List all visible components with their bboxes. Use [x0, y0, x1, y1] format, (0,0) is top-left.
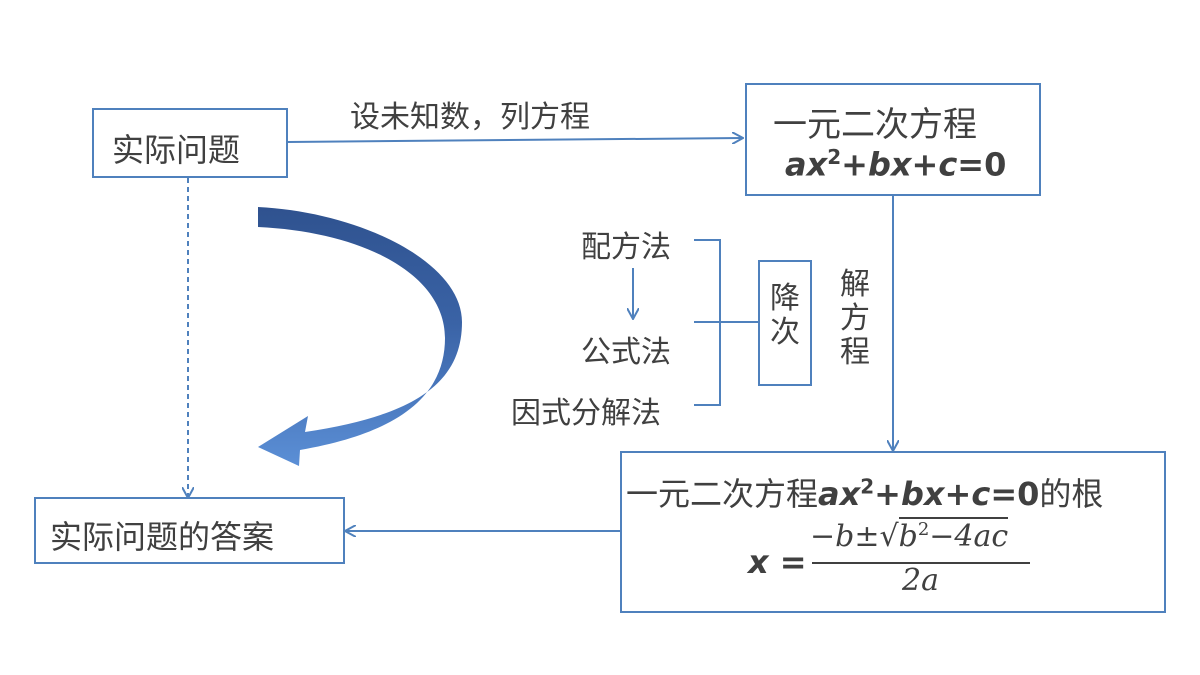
- r-var-x: x: [839, 475, 861, 513]
- answer-label: 实际问题的答案: [50, 518, 275, 556]
- answer-box: 实际问题的答案: [34, 497, 345, 564]
- radicand-b: b: [898, 519, 918, 554]
- r-plus-1: +: [874, 475, 901, 513]
- formula-numerator: −b±√b2−4ac: [810, 517, 1009, 554]
- numerator-prefix: −b±: [810, 519, 880, 554]
- equation-box: 一元二次方程 ax2+bx+c=0: [745, 83, 1041, 196]
- exp-2: 2: [827, 145, 842, 169]
- big-curved-arrow: [258, 207, 462, 466]
- formula-eq: =: [779, 543, 807, 581]
- real-problem-box: 实际问题: [92, 108, 288, 178]
- r-coef-c: c: [971, 475, 991, 513]
- radicand: b2−4ac: [898, 517, 1009, 554]
- solve-equation-label: 解方程: [840, 267, 870, 370]
- coef-c: c: [938, 145, 958, 184]
- reduce-order-label: 降次: [770, 281, 800, 350]
- var-x: x: [806, 145, 828, 184]
- r-var-x-2: x: [923, 475, 945, 513]
- coef-b: b: [867, 145, 891, 184]
- formula-denominator: 2a: [902, 563, 939, 598]
- roots-equation: ax2+bx+c=0: [818, 474, 1040, 513]
- method-formula: 公式法: [581, 335, 671, 370]
- roots-title-prefix: 一元二次方程: [626, 475, 819, 513]
- r-exp-2: 2: [860, 474, 875, 499]
- fraction-bar: [812, 562, 1030, 564]
- equation-title: 一元二次方程: [773, 105, 977, 145]
- method-completing-square: 配方法: [581, 230, 671, 265]
- method-factoring: 因式分解法: [511, 396, 661, 431]
- sqrt-sign: √: [879, 519, 899, 554]
- edge-setup-arrow: [287, 138, 742, 142]
- roots-title-suffix: 的根: [1039, 475, 1104, 513]
- real-problem-label: 实际问题: [112, 131, 241, 169]
- setup-label: 设未知数，列方程: [350, 100, 590, 135]
- formula-lhs: x =: [748, 543, 807, 581]
- r-coef-a: a: [818, 475, 840, 513]
- r-equals-zero: =0: [990, 475, 1040, 513]
- coef-a: a: [785, 145, 807, 184]
- equation-formula: ax2+bx+c=0: [785, 145, 1006, 184]
- formula-x: x: [748, 543, 769, 581]
- roots-title: 一元二次方程ax2+bx+c=0的根: [626, 469, 1103, 515]
- reduce-order-box: 降次: [758, 260, 812, 386]
- radicand-rest: −4ac: [929, 519, 1009, 554]
- var-x-2: x: [890, 145, 912, 184]
- r-plus-2: +: [944, 475, 972, 513]
- plus-2: +: [911, 145, 939, 184]
- equals-zero: =0: [957, 145, 1007, 184]
- roots-box: 一元二次方程ax2+bx+c=0的根 x = −b±√b2−4ac 2a: [620, 451, 1166, 613]
- r-coef-b: b: [900, 475, 924, 513]
- radicand-exp: 2: [917, 519, 930, 540]
- plus-1: +: [841, 145, 868, 184]
